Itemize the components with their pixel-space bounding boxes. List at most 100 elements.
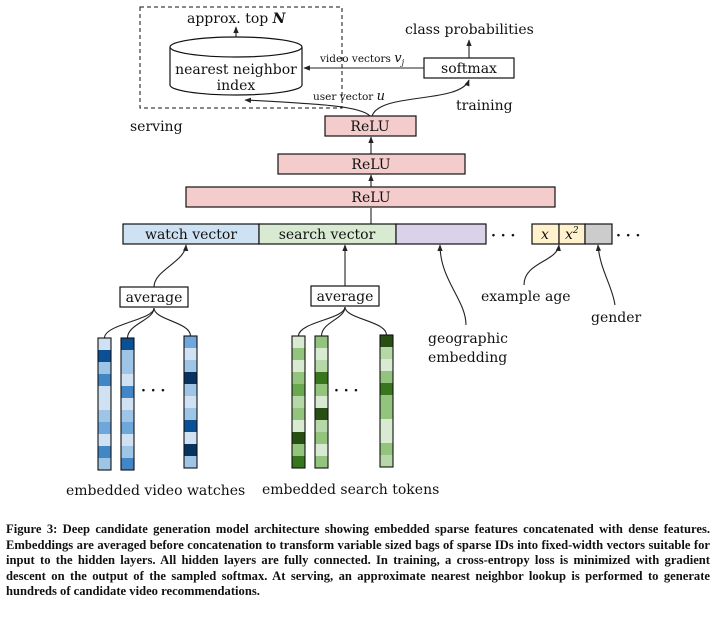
search-column-2-cell	[315, 444, 328, 456]
example-age-arrow	[523, 244, 561, 286]
search-column-1-cell	[292, 372, 305, 384]
search-column-3-cell	[380, 443, 393, 455]
search-column-2-to-average-line	[320, 306, 346, 337]
search-column-1-cell	[292, 336, 305, 348]
search-column-1-cell	[292, 408, 305, 420]
search-column-2-cell	[315, 396, 328, 408]
watch-column-1-cell	[98, 434, 111, 446]
watch-column-3-to-average-line	[153, 307, 192, 337]
search-column-2-cell	[315, 348, 328, 360]
search-columns-ellipsis: · · ·	[334, 383, 358, 399]
watch-column-3-cell	[184, 348, 197, 360]
geographic-segment	[395, 223, 487, 245]
watch-column-2-cell	[121, 374, 134, 386]
watch-column-1-cell	[98, 446, 111, 458]
geo-arrow	[437, 244, 467, 326]
video-vectors-label: video vectors vj	[319, 51, 405, 67]
watch-column-1-cell	[98, 458, 111, 470]
architecture-diagram: serving approx. top N nearest neighbor i…	[66, 6, 642, 499]
gender-segment	[584, 223, 613, 245]
geographic-label-line2: embedding	[428, 350, 507, 366]
search-column-2-cell	[315, 384, 328, 396]
concatenated-input: watch vector search vector · · · x x2 · …	[122, 223, 640, 245]
watch-column-1-cell	[98, 398, 111, 410]
watch-column-3-cell	[184, 372, 197, 384]
search-column-1-to-average-line	[297, 306, 346, 337]
relu-layer-2-label: ReLU	[351, 157, 390, 173]
search-column-3-cell	[380, 419, 393, 431]
nn-index-line1: nearest neighbor	[175, 62, 297, 78]
search-column-1-cell	[292, 432, 305, 444]
database-cylinder-icon	[169, 47, 303, 96]
search-column-3-cell	[380, 407, 393, 419]
watch-column-3-cell	[184, 432, 197, 444]
watch-column-3-cell	[184, 396, 197, 408]
watch-column-3-cell	[184, 336, 197, 348]
search-column-1-cell	[292, 384, 305, 396]
watch-column-1-cell	[98, 410, 111, 422]
search-column-2	[314, 335, 329, 469]
search-column-2-cell	[315, 336, 328, 348]
relu-layer-3	[324, 115, 417, 137]
watch-column-2-cell	[121, 422, 134, 434]
user-vector-to-index-arrow	[244, 97, 371, 117]
serving-region	[139, 6, 343, 109]
watch-column-1	[97, 337, 112, 471]
serving-label: serving	[130, 119, 183, 135]
watch-column-1-cell	[98, 422, 111, 434]
approx-top-n-label: approx. top N	[187, 11, 287, 27]
watch-column-1-to-average-line	[103, 307, 155, 339]
relu-layer-1	[185, 186, 556, 208]
gender-label: gender	[591, 310, 642, 326]
watch-column-2-cell	[121, 386, 134, 398]
watch-column-3-cell	[184, 456, 197, 468]
watch-column-2-to-average-line	[126, 307, 155, 339]
watch-column-3-cell	[184, 360, 197, 372]
search-column-1-cell	[292, 396, 305, 408]
watch-column-2-cell	[121, 446, 134, 458]
search-column-3-to-average-line	[344, 306, 388, 336]
geographic-label-line1: geographic	[428, 331, 508, 347]
user-vector-to-softmax-arrow	[371, 79, 470, 117]
relu-layer-3-label: ReLU	[350, 119, 389, 135]
watch-column-1-cell	[98, 386, 111, 398]
search-column-2-cell	[315, 456, 328, 468]
ellipsis-2: · · ·	[616, 228, 640, 244]
search-column-1-cell	[292, 444, 305, 456]
training-label: training	[456, 98, 513, 114]
search-column-3-cell	[380, 371, 393, 383]
class-probabilities-label: class probabilities	[405, 22, 534, 38]
search-column-2-cell	[315, 420, 328, 432]
ellipsis-1: · · ·	[491, 228, 515, 244]
watch-column-1-cell	[98, 362, 111, 374]
embedded-search-tokens-label: embedded search tokens	[262, 482, 439, 498]
age-x2-label: x2	[565, 226, 579, 243]
avg-watches-to-watch-vector-arrow	[153, 244, 189, 288]
relu-layer-2	[277, 153, 466, 175]
watch-columns-ellipsis: · · ·	[141, 383, 165, 399]
watch-column-2-cell	[121, 434, 134, 446]
watch-column-2-cell	[121, 362, 134, 374]
search-column-2-cell	[315, 408, 328, 420]
softmax-label: softmax	[441, 61, 497, 77]
search-column-1	[291, 335, 306, 469]
search-column-3-cell	[380, 347, 393, 359]
watch-column-2	[120, 337, 135, 471]
embedded-search-tokens-columns	[291, 306, 394, 469]
embedded-video-watches-columns	[97, 307, 198, 471]
watch-column-1-cell	[98, 374, 111, 386]
search-column-1-cell	[292, 348, 305, 360]
relu-layer-1-label: ReLU	[351, 190, 390, 206]
search-column-1-cell	[292, 360, 305, 372]
watch-column-3	[183, 335, 198, 469]
watch-column-2-cell	[121, 410, 134, 422]
age-x-label: x	[541, 227, 549, 243]
watch-column-2-cell	[121, 458, 134, 470]
search-column-2-cell	[315, 360, 328, 372]
nearest-neighbor-index: nearest neighbor index	[169, 36, 303, 96]
watch-column-1-cell	[98, 338, 111, 350]
embedded-video-watches-label: embedded video watches	[66, 483, 245, 499]
search-column-2-cell	[315, 372, 328, 384]
average-label-search: average	[317, 289, 374, 305]
search-column-1-cell	[292, 456, 305, 468]
